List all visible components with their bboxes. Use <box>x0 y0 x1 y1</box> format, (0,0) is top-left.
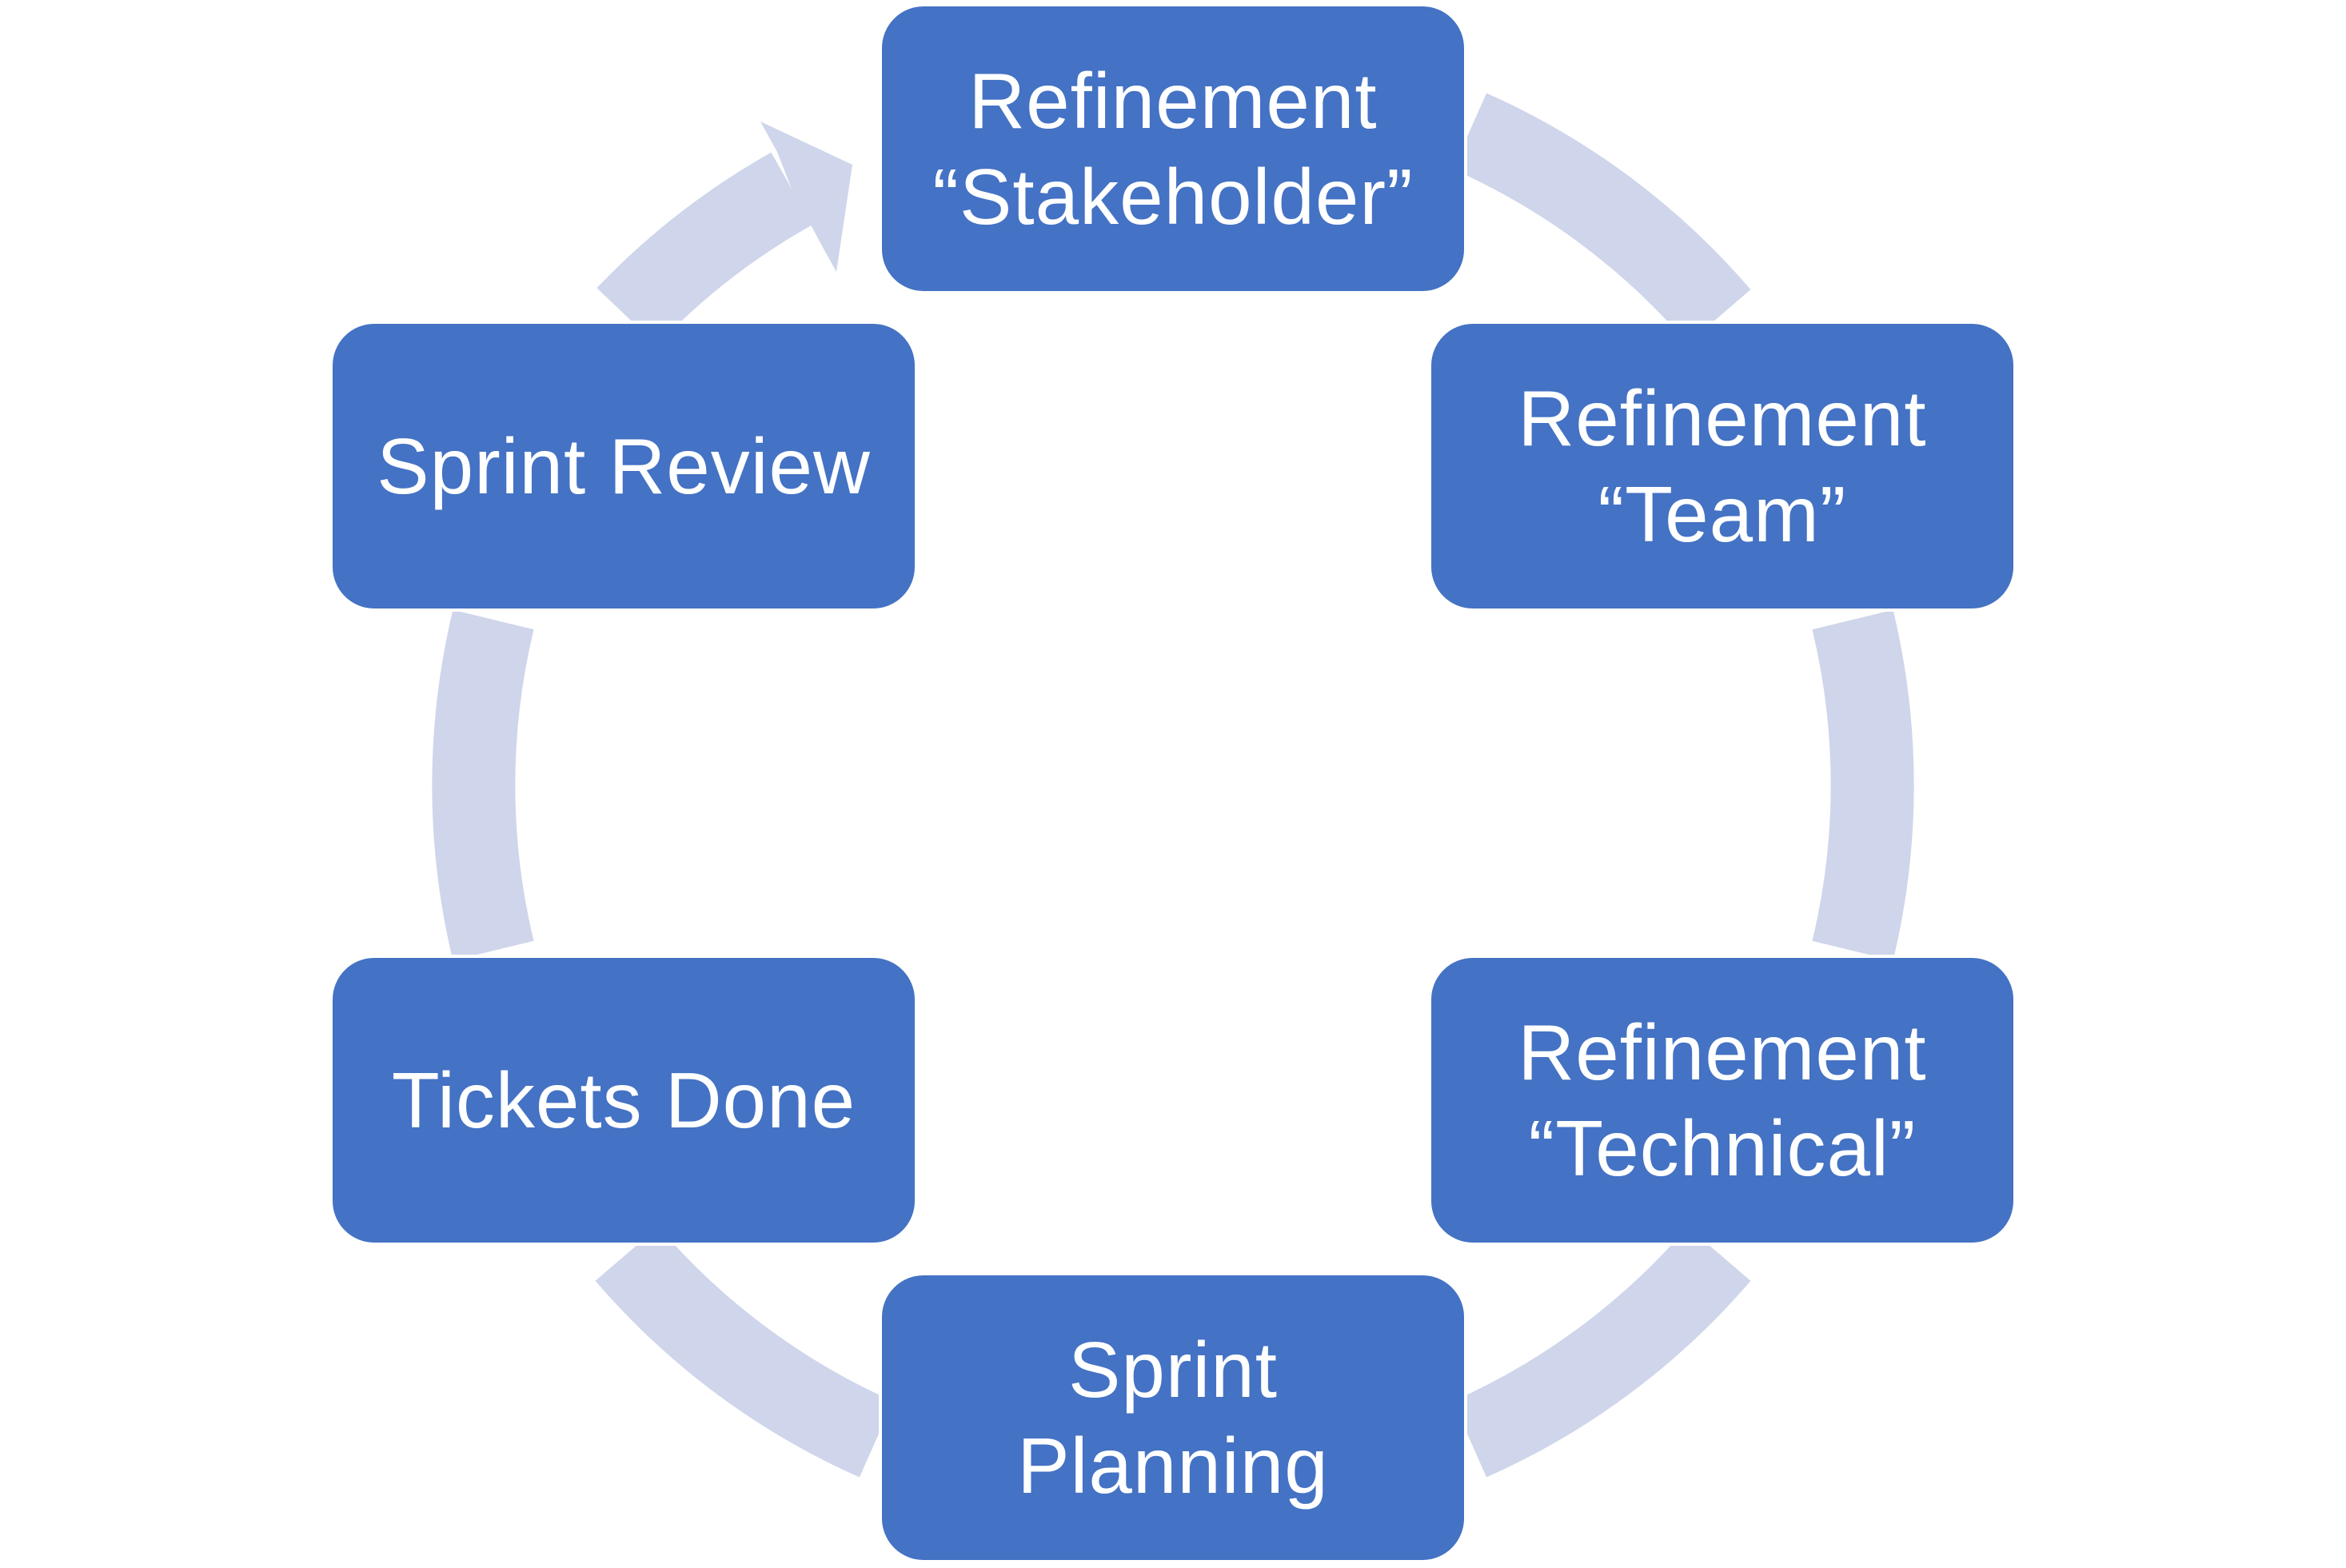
step-refinement-technical: Refinement “Technical” <box>1428 955 2017 1246</box>
arrowhead-icon <box>760 122 852 272</box>
arc-stakeholder-to-team <box>1452 93 1751 345</box>
step-label: Tickets Done <box>391 1056 856 1144</box>
step-sprint-planning: Sprint Planning <box>879 1272 1467 1563</box>
ring-arcs <box>432 93 1914 1478</box>
step-label: Refinement “Technical” <box>1518 1008 1927 1192</box>
step-label: Sprint Review <box>377 422 871 510</box>
step-sprint-review: Sprint Review <box>329 321 918 612</box>
step-label: Sprint Planning <box>1017 1326 1329 1510</box>
arc-review-to-stakeholder <box>596 152 812 346</box>
arc-team-to-technical <box>1812 609 1914 961</box>
arc-planning-to-done <box>595 1226 894 1478</box>
step-label: Refinement “Stakeholder” <box>932 57 1414 241</box>
arc-technical-to-planning <box>1452 1226 1751 1478</box>
step-label: Refinement “Team” <box>1518 374 1927 558</box>
arc-done-to-review <box>432 609 534 961</box>
step-tickets-done: Tickets Done <box>329 955 918 1246</box>
step-refinement-team: Refinement “Team” <box>1428 321 2017 612</box>
step-refinement-stakeholder: Refinement “Stakeholder” <box>879 3 1467 294</box>
